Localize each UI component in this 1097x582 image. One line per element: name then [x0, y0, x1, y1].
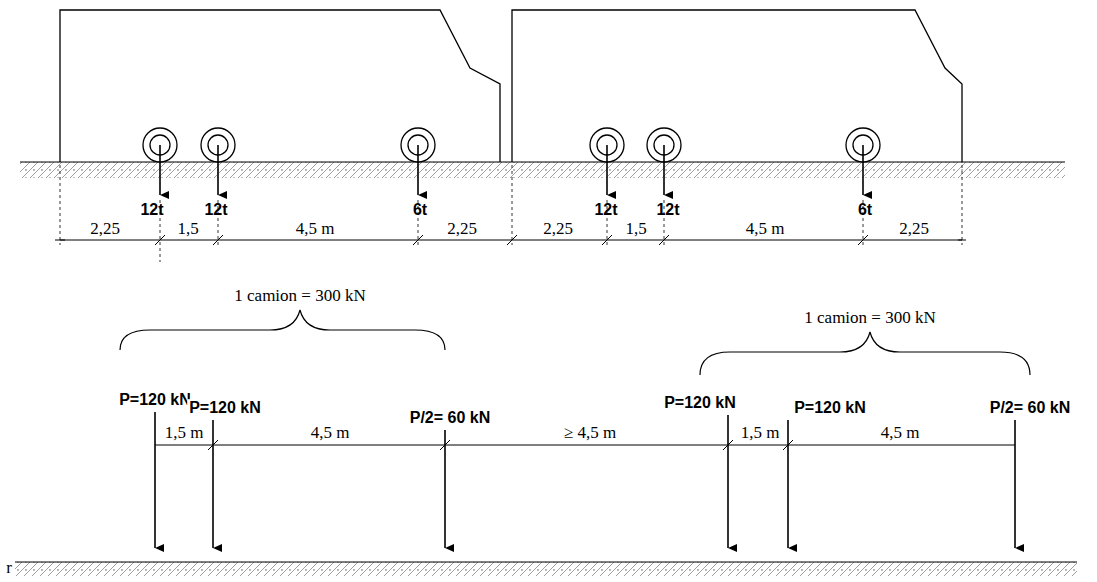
spacing-dimension: 1,5 m	[163, 424, 206, 443]
axle-load: 12t	[592, 201, 619, 219]
dimension: 4,5 m	[744, 220, 787, 239]
axle-load: 12t	[138, 201, 165, 219]
extension-lines	[60, 165, 962, 262]
spacing-dimension: 4,5 m	[309, 424, 352, 443]
spacing-dimension: 1,5 m	[739, 424, 782, 443]
dimension: 1,5	[623, 220, 648, 239]
axle-load: 12t	[202, 201, 229, 219]
brace	[700, 332, 1030, 375]
ground-hatch	[15, 562, 1077, 576]
spacing-dimension: ≥ 4,5 m	[562, 424, 618, 443]
ground-line	[15, 561, 1077, 562]
brace	[120, 310, 445, 350]
dimension: 1,5	[175, 220, 200, 239]
spacing-dimension: 4,5 m	[879, 424, 922, 443]
dimension: 2,25	[445, 220, 479, 239]
load-value: P/2= 60 kN	[988, 399, 1073, 417]
truck-weight: 1 camion = 300 kN	[802, 309, 937, 328]
dimension: 4,5 m	[294, 220, 337, 239]
load-value: P=120 kN	[792, 399, 868, 417]
load-value: P/2= 60 kN	[408, 409, 493, 427]
dimension: 2,25	[897, 220, 931, 239]
stray-mark: r	[4, 559, 14, 578]
axle-load: 6t	[856, 201, 874, 219]
axle-load: 6t	[411, 201, 429, 219]
wheels	[143, 128, 880, 162]
truck-body	[60, 10, 500, 162]
load-arrows	[155, 412, 1015, 548]
dimension: 2,25	[541, 220, 575, 239]
dimension: 2,25	[88, 220, 122, 239]
ground-hatch	[20, 162, 1065, 178]
load-value: P=120 kN	[662, 394, 738, 412]
ground-line	[20, 161, 1065, 162]
truck-body	[512, 10, 962, 162]
axle-load-arrows	[160, 145, 863, 195]
load-value: P=120 kN	[117, 391, 193, 409]
axle-load: 12t	[654, 201, 681, 219]
truck-weight: 1 camion = 300 kN	[232, 287, 367, 306]
load-value: P=120 kN	[187, 399, 263, 417]
